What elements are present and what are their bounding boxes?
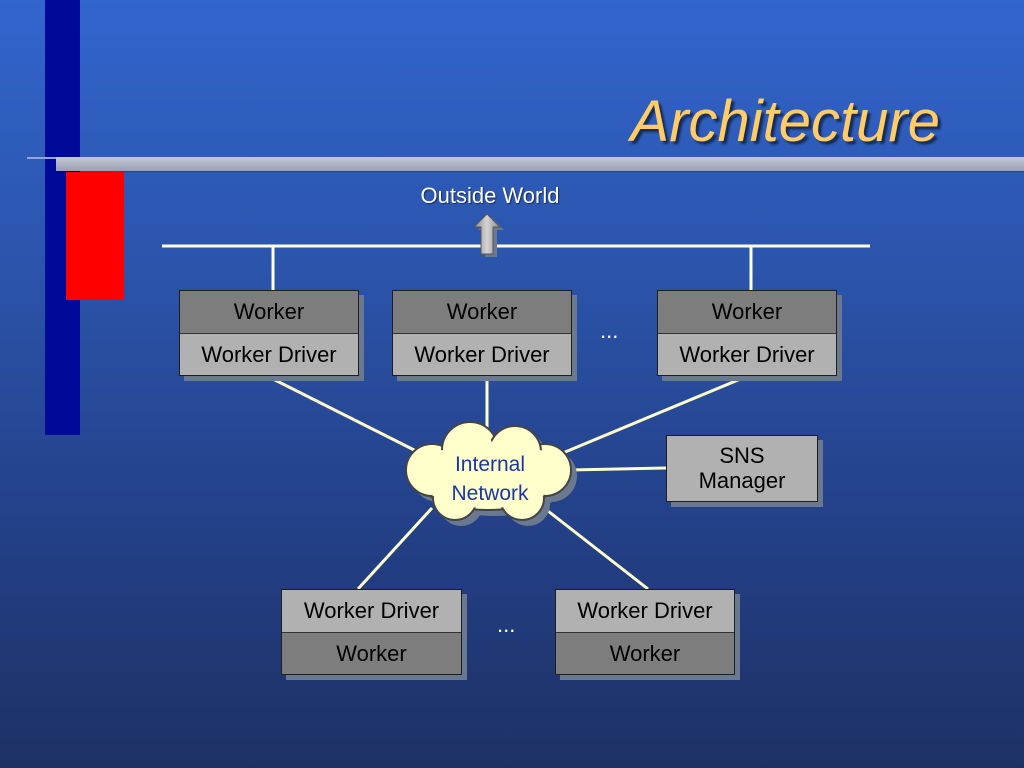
thin-accent-rule [27, 157, 67, 159]
ellipsis-top: ... [600, 318, 619, 343]
worker-driver-label: Worker Driver [658, 333, 836, 375]
top-worker-node-1: Worker Worker Driver [179, 290, 359, 376]
connector-bottom-1 [356, 506, 434, 591]
worker-label: Worker [180, 291, 358, 333]
bottom-worker-node-2: Worker Driver Worker [555, 589, 735, 675]
worker-label: Worker [658, 291, 836, 333]
worker-driver-label: Worker Driver [393, 333, 571, 375]
internal-network-label-line-2: Network [451, 482, 529, 506]
ellipsis-bottom: ... [497, 612, 516, 637]
worker-label: Worker [282, 632, 461, 674]
sns-manager-label-line-2: Manager [698, 468, 786, 494]
sns-manager-box: SNS Manager [666, 435, 818, 502]
internal-network-label: Internal Network [430, 450, 550, 509]
worker-label: Worker [556, 632, 734, 674]
top-worker-node-2: Worker Worker Driver [392, 290, 572, 376]
cloud-icon [405, 421, 577, 526]
connector-top-3 [557, 373, 751, 457]
bottom-worker-node-1: Worker Driver Worker [281, 589, 462, 675]
worker-driver-label: Worker Driver [282, 590, 461, 632]
worker-label: Worker [393, 291, 571, 333]
worker-driver-label: Worker Driver [556, 590, 734, 632]
top-worker-node-3: Worker Worker Driver [657, 290, 837, 376]
red-accent-block [66, 172, 124, 300]
up-arrow-icon [472, 213, 504, 257]
slide-title: Architecture [630, 89, 940, 154]
title-underline-bar [56, 157, 1024, 171]
worker-driver-label: Worker Driver [180, 333, 358, 375]
sns-manager-label-line-1: SNS [719, 443, 765, 468]
connector-top-1 [264, 373, 431, 460]
outside-world-label: Outside World [420, 183, 560, 208]
connector-sns [569, 466, 667, 472]
connector-bottom-2 [547, 509, 649, 591]
internal-network-label-line-1: Internal [454, 453, 526, 476]
